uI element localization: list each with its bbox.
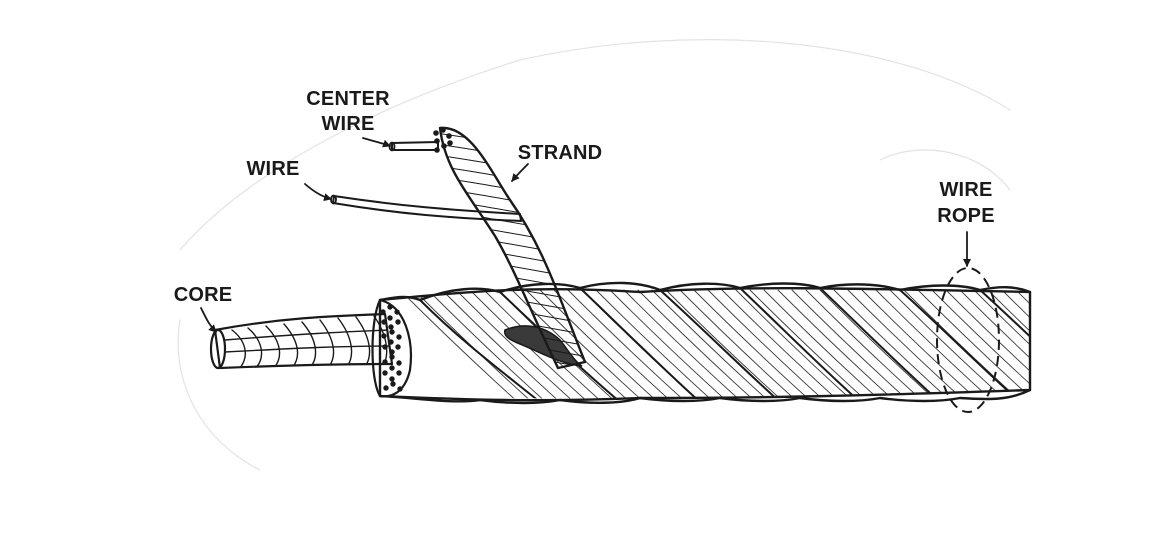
wire-end-dot: [396, 334, 401, 339]
strand-label: STRAND: [518, 142, 603, 164]
center-wire-label-line2: WIRE: [321, 113, 374, 135]
wire-rope-label-line2: ROPE: [937, 205, 994, 227]
rope-wire-line: [890, 290, 1010, 404]
rope-wire-line: [904, 290, 1024, 404]
labels: CENTER WIRE WIRE STRAND WIRE ROPE CORE: [174, 88, 995, 306]
rope-body: [380, 283, 1174, 404]
rope-wire-line: [750, 290, 870, 404]
rope-wire-line: [1072, 290, 1174, 404]
rope-wire-line: [834, 290, 954, 404]
rope-wire-line: [1100, 290, 1174, 404]
wire-end-dot: [389, 329, 394, 334]
rope-wire-line: [652, 290, 772, 404]
wire-end-dot: [381, 333, 386, 338]
rope-wire-line: [1030, 290, 1150, 404]
wire-end-dot: [395, 344, 400, 349]
rope-wire-line: [596, 290, 716, 404]
wire-end-dot: [382, 344, 387, 349]
rope-wire-line: [1058, 290, 1174, 404]
center-wire-label-line1: CENTER: [306, 88, 390, 110]
rope-wire-line: [960, 290, 1080, 404]
rope-wire-line: [400, 290, 520, 404]
strand-arrow: [512, 164, 528, 181]
wire-end-dot: [389, 365, 394, 370]
core-label: CORE: [174, 284, 233, 306]
wire-rope-label-line1: WIRE: [939, 179, 992, 201]
wire-end-dot: [382, 359, 387, 364]
wire-end-dot: [396, 370, 401, 375]
strand-wire-line: [420, 164, 600, 194]
rope-wire-line: [918, 290, 1038, 404]
rope-wire-line: [1016, 290, 1136, 404]
wire-end-dot: [388, 339, 393, 344]
rope-wire-line: [1002, 290, 1122, 404]
wire-end-dot: [389, 349, 394, 354]
rope-wire-line: [946, 290, 1066, 404]
wire-end-dot: [387, 304, 392, 309]
rope-wire-line: [736, 290, 856, 404]
wire-end-dot: [381, 319, 386, 324]
wire-end-dot: [397, 386, 402, 391]
wire-end-dot: [382, 370, 387, 375]
wire-end-dot: [387, 315, 392, 320]
rope-wire-line: [610, 290, 730, 404]
center-wire-arrow: [363, 138, 390, 146]
wire-end-dot: [390, 381, 395, 386]
center-wire-illustration: [390, 142, 439, 151]
wire-end-dot: [388, 324, 393, 329]
rope-wire-line: [1044, 290, 1164, 404]
rope-wire-line: [722, 290, 842, 404]
rope-wire-line: [764, 290, 884, 404]
rope-wire-line: [554, 290, 674, 404]
rope-wire-line: [988, 290, 1108, 404]
wire-end-dot: [396, 360, 401, 365]
leader-arrows: [201, 138, 967, 332]
rope-wire-line: [848, 290, 968, 404]
wire-label: WIRE: [246, 158, 299, 180]
rope-wire-line: [932, 290, 1052, 404]
background-sketch: [178, 40, 1010, 470]
rope-wire-line: [694, 290, 814, 404]
rope-wire-line: [876, 290, 996, 404]
rope-wire-line: [708, 290, 828, 404]
rope-wire-line: [792, 290, 912, 404]
core-illustration: [211, 314, 392, 368]
wire-end-dot: [380, 309, 385, 314]
rope-wire-line: [568, 290, 688, 404]
wire-end-dot: [389, 376, 394, 381]
core-arrow: [201, 308, 216, 332]
wire-arrow: [305, 184, 331, 199]
rope-wire-line: [1086, 290, 1174, 404]
wire-end-dot: [394, 309, 399, 314]
rope-wire-line: [974, 290, 1094, 404]
wire-end-dot: [395, 319, 400, 324]
wire-end-dot: [383, 385, 388, 390]
wire-end-dot: [389, 354, 394, 359]
rope-wire-line: [680, 290, 800, 404]
rope-wire-line: [806, 290, 926, 404]
rope-wire-line: [638, 290, 758, 404]
